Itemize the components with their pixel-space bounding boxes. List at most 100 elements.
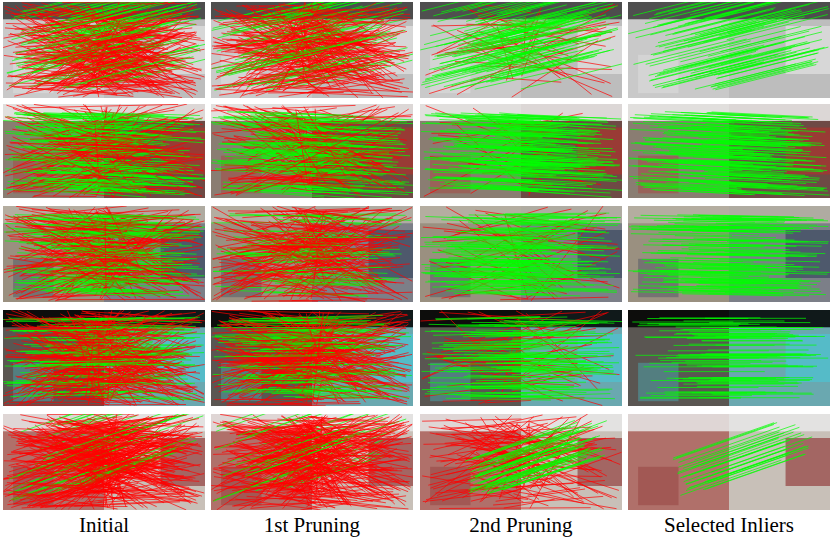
- correspondence-line: [39, 123, 139, 128]
- correspondence-line: [27, 118, 197, 195]
- correspondence-line: [303, 48, 304, 82]
- correspondence-line: [700, 10, 801, 35]
- correspondence-line: [4, 13, 137, 39]
- correspondence-line: [508, 117, 607, 121]
- image-pair-panel: [211, 0, 416, 98]
- correspondence-line: [668, 127, 769, 132]
- panel-content: [628, 104, 830, 198]
- correspondence-line: [489, 39, 587, 65]
- panel-content: [3, 2, 205, 98]
- correspondence-line: [319, 32, 377, 79]
- correspondence-line: [727, 15, 828, 40]
- correspondence-line: [74, 186, 175, 192]
- correspondence-line: [15, 29, 113, 54]
- correspondence-line: [308, 13, 362, 59]
- correspondence-line: [40, 13, 170, 81]
- correspondence-line: [217, 42, 353, 76]
- correspondence-line: [495, 136, 593, 143]
- correspondence-line: [715, 65, 816, 90]
- correspondence-line: [653, 2, 754, 27]
- panel-content: [420, 2, 622, 98]
- correspondence-line: [42, 117, 145, 120]
- correspondence-line: [513, 190, 611, 197]
- correspondence-line: [296, 109, 308, 183]
- correspondence-line: [3, 189, 104, 194]
- correspondence-line: [724, 127, 825, 132]
- correspondence-line: [645, 140, 746, 145]
- correspondence-line: [66, 61, 164, 87]
- correspondence-line: [422, 2, 519, 11]
- correspondence-line: [11, 118, 203, 172]
- correspondence-line: [461, 146, 565, 151]
- correspondence-line: [79, 6, 178, 34]
- correspondence-line: [641, 185, 742, 190]
- correspondence-line: [250, 168, 347, 172]
- correspondence-line: [493, 154, 597, 160]
- correspondence-line: [112, 50, 145, 64]
- correspondence-line: [227, 41, 311, 42]
- correspondence-line: [684, 16, 785, 41]
- panel-content: [211, 104, 413, 198]
- correspondence-line: [641, 166, 742, 171]
- correspondence-line: [242, 119, 343, 124]
- correspondence-line: [688, 16, 789, 41]
- correspondence-line: [685, 2, 786, 24]
- correspondence-line: [102, 33, 145, 38]
- correspondence-line: [711, 61, 812, 86]
- correspondence-line: [263, 109, 309, 130]
- correspondence-line: [25, 158, 129, 166]
- correspondence-line: [676, 55, 777, 80]
- correspondence-line: [514, 4, 613, 28]
- correspondence-line: [634, 39, 735, 64]
- image-band: [420, 104, 622, 121]
- correspondence-line: [57, 168, 155, 172]
- correspondence-line: [312, 10, 338, 41]
- correspondence-line: [711, 62, 812, 87]
- correspondence-line: [694, 45, 795, 70]
- correspondence-line: [708, 172, 809, 177]
- correspondence-line: [255, 66, 365, 79]
- correspondence-line: [426, 123, 527, 128]
- correspondence-line: [236, 112, 339, 120]
- correspondence-line: [264, 150, 362, 157]
- correspondence-line: [675, 44, 776, 69]
- correspondence-line: [6, 105, 203, 171]
- correspondence-line: [296, 75, 350, 82]
- correspondence-line: [266, 127, 364, 132]
- correspondence-line: [7, 46, 104, 73]
- correspondence-line: [719, 11, 820, 36]
- correspondence-line: [649, 2, 750, 19]
- correspondence-line: [475, 124, 576, 131]
- correspondence-line: [77, 77, 128, 88]
- correspondence-line: [53, 26, 168, 63]
- correspondence-line: [102, 18, 201, 40]
- correspondence-line: [56, 147, 167, 159]
- correspondence-line: [462, 48, 564, 73]
- image-pair-panel: [3, 104, 208, 198]
- correspondence-line: [233, 149, 331, 156]
- correspondence-line: [668, 2, 769, 13]
- correspondence-line: [454, 34, 552, 57]
- correspondence-line: [236, 113, 399, 196]
- correspondence-line: [231, 15, 346, 27]
- image-pair-panel: [420, 0, 626, 98]
- correspondence-line: [62, 3, 187, 4]
- image-pair-panel: [628, 0, 830, 98]
- correspondence-line: [68, 86, 140, 88]
- panel-content: [3, 206, 205, 302]
- correspondence-line: [489, 131, 594, 135]
- correspondence-line: [467, 147, 573, 150]
- correspondence-line: [266, 120, 337, 140]
- correspondence-line: [22, 88, 127, 93]
- correspondence-line: [659, 22, 760, 47]
- correspondence-line: [473, 9, 579, 36]
- correspondence-line: [477, 163, 581, 166]
- correspondence-line: [279, 3, 321, 90]
- correspondence-line: [60, 128, 163, 135]
- panel-content: [420, 104, 622, 198]
- correspondence-line: [260, 81, 374, 94]
- correspondence-line: [664, 133, 765, 138]
- correspondence-line: [425, 4, 615, 75]
- correspondence-line: [495, 28, 591, 53]
